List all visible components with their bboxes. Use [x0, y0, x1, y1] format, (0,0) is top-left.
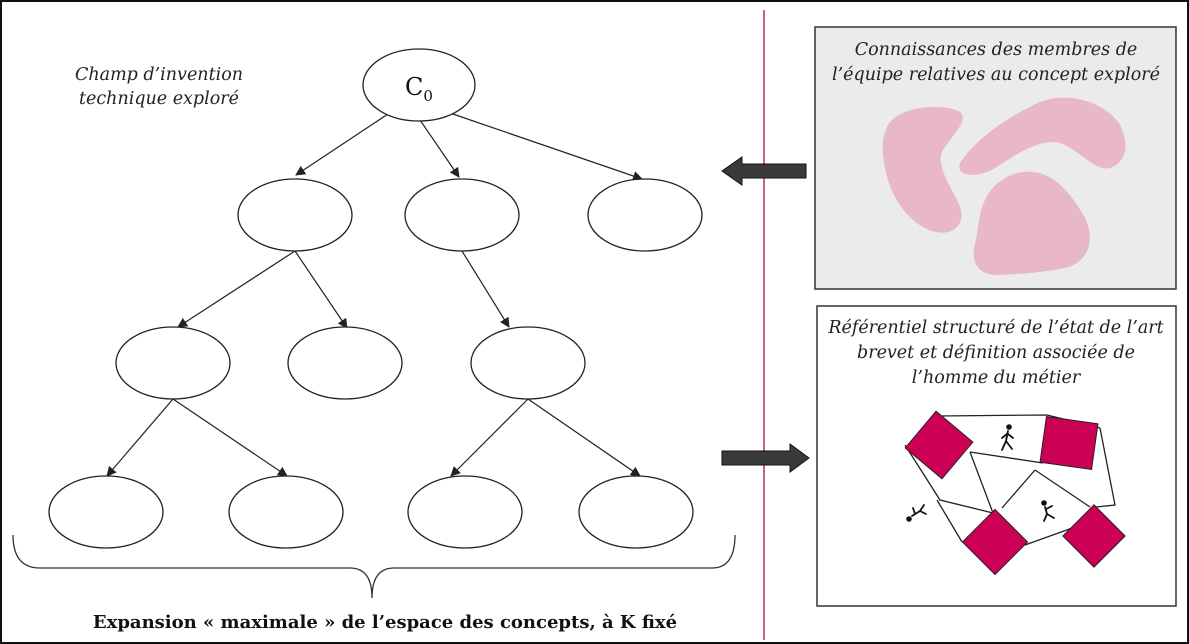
tree-nodes: C0 [48, 48, 703, 549]
expansion-caption: Expansion « maximale » de l’espace des c… [93, 612, 677, 633]
edge-l2c-l3c [450, 398, 529, 477]
root-letter: C [405, 73, 423, 101]
fallen-person-icon-left [906, 504, 927, 522]
knowledge-blob-1 [882, 106, 963, 233]
walking-person-icon [1001, 424, 1014, 451]
bottom-brace [12, 534, 736, 599]
state-of-art-panel: Référentiel structuré de l’état de l’art… [816, 305, 1177, 607]
knowledge-blob-3 [973, 171, 1090, 276]
concept-node-l2-c [470, 326, 586, 400]
knowledge-title-line1: Connaissances des membres de [855, 40, 1138, 60]
edge-l1a-l2a [177, 250, 296, 328]
concept-node-l1-b [404, 178, 520, 252]
edge-l2c-l3d [527, 398, 641, 477]
state-of-art-title-line2: brevet et définition associée de [857, 343, 1135, 363]
state-of-art-square-4 [1062, 504, 1126, 568]
concept-node-l2-a [115, 326, 231, 400]
state-of-art-square-3 [961, 508, 1029, 576]
concept-node-l3-b [228, 475, 344, 549]
state-of-art-title-line1: Référentiel structuré de l’état de l’art [827, 318, 1164, 338]
edge-l2a-l3a [106, 398, 174, 477]
network-outline [904, 414, 1116, 546]
state-of-art-square-2 [1039, 416, 1099, 470]
concept-node-l1-c [587, 178, 703, 252]
edge-root-l1a [295, 113, 389, 176]
concept-node-l2-b [287, 326, 403, 400]
concept-node-l3-c [407, 475, 523, 549]
tree-title-line2: technique exploré [79, 89, 239, 109]
knowledge-title-line2: l’équipe relatives au concept exploré [832, 65, 1160, 85]
edge-l1a-l2b [294, 250, 348, 329]
edge-l1b-l2c [461, 250, 510, 328]
arrow-right [721, 443, 810, 473]
state-of-art-title-line3: l’homme du métier [912, 368, 1082, 388]
edge-l2a-l3b [172, 398, 288, 477]
root-node [362, 48, 476, 122]
edge-root-l1b [419, 119, 460, 178]
root-subscript: 0 [423, 87, 433, 105]
root-label: C0 [405, 73, 433, 105]
fallen-person-icon-right [1041, 500, 1055, 522]
state-of-art-square-1 [904, 410, 974, 480]
concept-node-l3-d [578, 475, 694, 549]
concept-node-l1-a [237, 178, 353, 252]
edge-root-l1c [449, 112, 643, 181]
knowledge-panel: Connaissances des membres de l’équipe re… [814, 26, 1177, 290]
concept-node-l3-a [48, 475, 164, 549]
tree-title-line1: Champ d’invention [75, 65, 243, 85]
tree-edges [106, 112, 643, 477]
arrow-left [721, 156, 807, 186]
knowledge-blob-2 [959, 97, 1126, 175]
